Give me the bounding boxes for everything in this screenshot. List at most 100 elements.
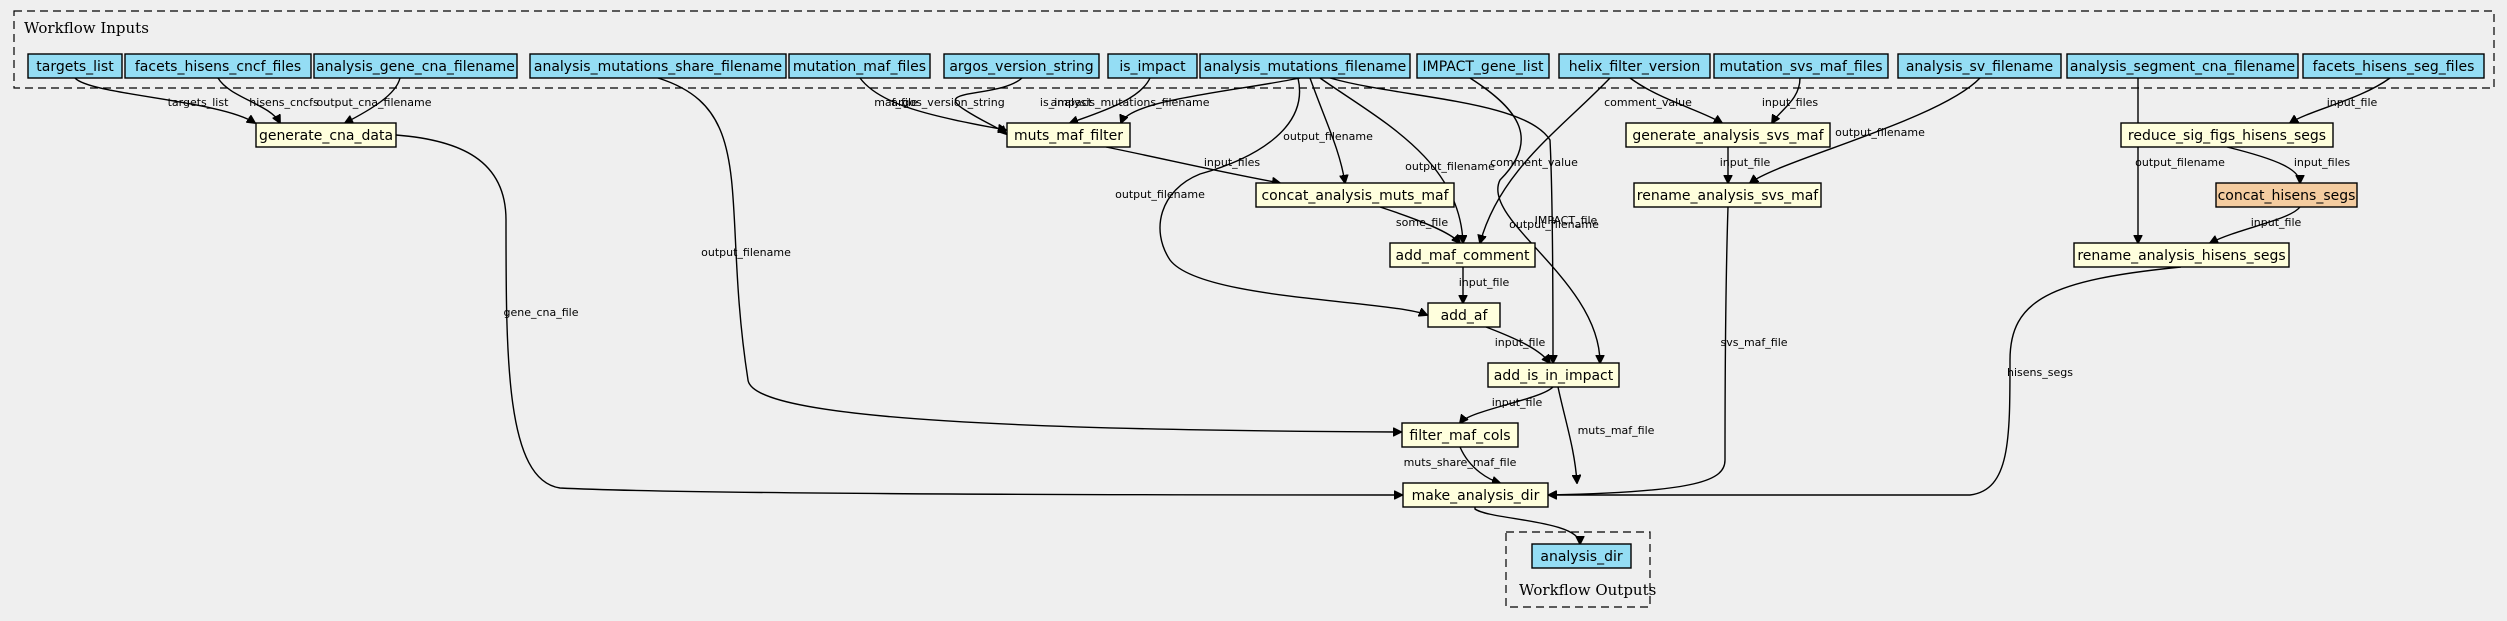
- edge-label: output_cna_filename: [317, 96, 432, 109]
- edge-label: gene_cna_file: [503, 306, 578, 319]
- edge-label: svs_maf_file: [1720, 336, 1787, 349]
- workflow-inputs-cluster: [13, 10, 2495, 89]
- node-analysis-mutations-filename: analysis_mutations_filename: [1199, 53, 1411, 79]
- edge-label: output_filename: [2135, 156, 2225, 169]
- node-argos-version-string: argos_version_string: [943, 53, 1100, 79]
- edge-input_files_hisens: [2226, 146, 2300, 183]
- node-box: [1255, 182, 1455, 208]
- node-label: concat_hisens_segs: [2218, 188, 2356, 204]
- node-mutation-maf-files: mutation_maf_files: [788, 53, 931, 79]
- edge-label: targets_list: [168, 96, 230, 109]
- node-box: [1897, 53, 2062, 79]
- node-label: mutation_maf_files: [793, 59, 926, 75]
- node-label: analysis_mutations_share_filename: [534, 59, 782, 75]
- node-box: [124, 53, 312, 79]
- edge-label: muts_share_maf_file: [1404, 456, 1517, 469]
- edge-label: input_file: [1495, 336, 1546, 349]
- node-label: helix_filter_version: [1569, 59, 1700, 75]
- edge-output_cna_filename: [345, 77, 401, 123]
- edge-label: input_file: [2251, 216, 2302, 229]
- node-targets-list: targets_list: [27, 53, 123, 79]
- node-label: generate_cna_data: [259, 128, 393, 144]
- node-box: [313, 53, 518, 79]
- node-label: rename_analysis_hisens_segs: [2077, 248, 2285, 264]
- node-analysis-gene-cna-filename: analysis_gene_cna_filename: [313, 53, 518, 79]
- edge-muts_maf_file: [1557, 386, 1577, 483]
- edge-label: input_files: [1762, 96, 1819, 109]
- edge-output_filename_share: [657, 77, 1401, 432]
- edge-hisens_cncfs: [217, 77, 280, 123]
- node-label: facets_hisens_cncf_files: [135, 59, 301, 75]
- node-box: [1107, 53, 1198, 79]
- edge-some_file: [1379, 206, 1460, 243]
- node-analysis-mutations-share-filename: analysis_mutations_share_filename: [529, 53, 787, 79]
- node-muts-maf-filter: muts_maf_filter: [1006, 122, 1131, 148]
- node-label: analysis_gene_cna_filename: [316, 59, 515, 75]
- node-box: [1487, 362, 1620, 388]
- node-facets-hisens-cncf-files: facets_hisens_cncf_files: [124, 53, 312, 79]
- edge-label: output_filename: [1405, 160, 1495, 173]
- edge-argos_version_string: [954, 77, 1023, 134]
- node-concat-hisens-segs: concat_hisens_segs: [2215, 182, 2358, 208]
- node-label: analysis_dir: [1540, 549, 1622, 565]
- edge-label: output_filename: [1115, 188, 1205, 201]
- edge-label: input_file: [1492, 396, 1543, 409]
- node-generate-analysis-svs-maf: generate_analysis_svs_maf: [1625, 122, 1831, 148]
- edge-input_files_svs: [1772, 77, 1801, 123]
- edge-input_file_filter: [1460, 386, 1554, 423]
- edge-label: IMPACT_file: [1535, 214, 1598, 227]
- node-box: [1558, 53, 1711, 79]
- edge-label: is_impact: [1040, 96, 1093, 109]
- node-reduce-sig-figs-hisens-segs: reduce_sig_figs_hisens_segs: [2120, 122, 2334, 148]
- edge-label: input_files: [2294, 156, 2351, 169]
- node-concat-analysis-muts-maf: concat_analysis_muts_maf: [1255, 182, 1455, 208]
- edge-label: output_filename: [701, 246, 791, 259]
- node-mutation-svs-maf-files: mutation_svs_maf_files: [1713, 53, 1889, 79]
- node-box: [1416, 53, 1550, 79]
- node-analysis-sv-filename: analysis_sv_filename: [1897, 53, 2062, 79]
- edge-label: maf_file: [874, 96, 918, 109]
- edge-label: hisens_cncfs: [249, 96, 319, 109]
- edge-muts_share_maf_file: [1459, 446, 1500, 483]
- node-label: targets_list: [36, 59, 114, 75]
- node-add-maf-comment: add_maf_comment: [1389, 242, 1536, 268]
- edge-label: analysis_mutations_filename: [1050, 96, 1209, 109]
- edge-input_files_concat: [1105, 146, 1280, 183]
- node-analysis-segment-cna-filename: analysis_segment_cna_filename: [2066, 53, 2299, 79]
- node-is-impact: is_impact: [1107, 53, 1198, 79]
- workflow-outputs-title: Workflow Outputs: [1519, 581, 1656, 599]
- edge-labels: targets_list hisens_cncfsoutput_cna_filen…: [168, 96, 2378, 469]
- node-box: [1006, 122, 1131, 148]
- edge-label: comment_value: [1490, 156, 1578, 169]
- node-label: analysis_mutations_filename: [1204, 59, 1406, 75]
- node-box: [1199, 53, 1411, 79]
- edge-label: comment_value: [1604, 96, 1692, 109]
- edge-hisens_segs: [1549, 266, 2182, 495]
- node-rename-analysis-svs-maf: rename_analysis_svs_maf: [1633, 182, 1822, 208]
- node-label: concat_analysis_muts_maf: [1261, 188, 1449, 204]
- node-box: [1402, 482, 1549, 508]
- edge-label: output_filename: [1835, 126, 1925, 139]
- edge-comment_value_svs: [1629, 77, 1722, 123]
- edge-analysis_mutations_filename: [1121, 77, 1301, 123]
- node-label: mutation_svs_maf_files: [1719, 59, 1882, 75]
- node-box: [1713, 53, 1889, 79]
- edge-comment_value_maf: [1480, 77, 1611, 243]
- edge-targets_list: [74, 77, 255, 123]
- workflow-outputs-cluster: [1505, 531, 1651, 608]
- node-label: make_analysis_dir: [1412, 488, 1540, 504]
- node-box: [943, 53, 1100, 79]
- node-box: [2120, 122, 2334, 148]
- node-label: reduce_sig_figs_hisens_segs: [2128, 128, 2326, 144]
- edge-maf_file: [859, 77, 1006, 130]
- node-facets-hisens-seg-files: facets_hisens_seg_files: [2302, 53, 2485, 79]
- node-box: [1531, 543, 1632, 569]
- edge-gene_cna_file: [395, 134, 1402, 495]
- edge-input_file_impact: [1485, 326, 1550, 363]
- edge-label: some_file: [1396, 216, 1448, 229]
- edge-label: output_filename: [1509, 218, 1599, 231]
- node-label: facets_hisens_seg_files: [2313, 59, 2475, 75]
- node-label: analysis_segment_cna_filename: [2070, 59, 2295, 75]
